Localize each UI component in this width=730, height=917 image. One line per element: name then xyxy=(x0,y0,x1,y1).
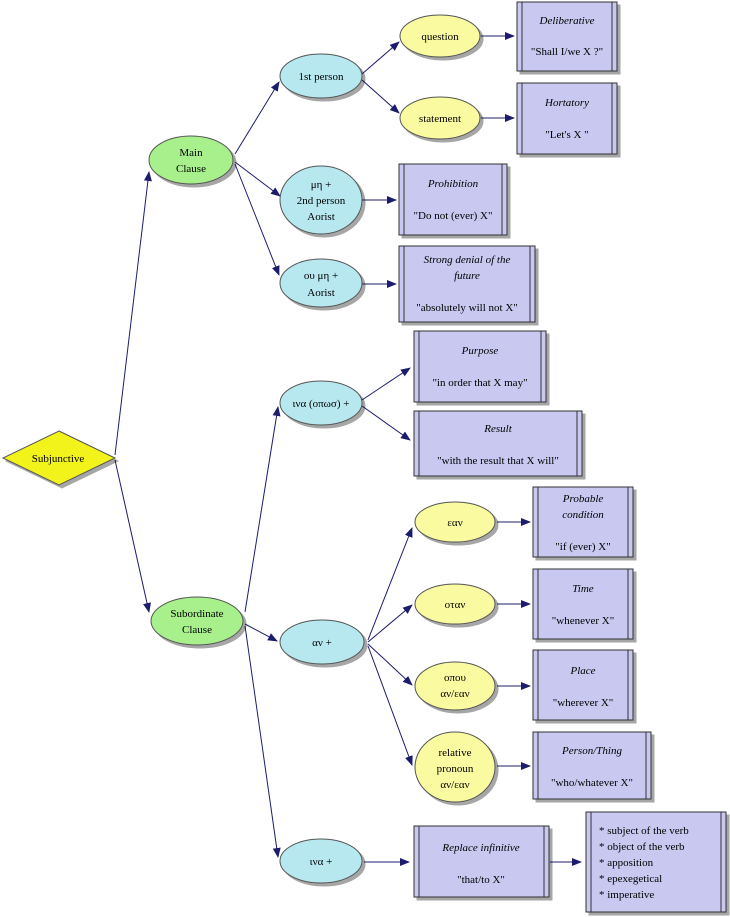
uses-item: * epexegetical xyxy=(599,873,662,885)
edge-root-main xyxy=(114,171,152,456)
hortatory-title: Hortatory xyxy=(544,97,589,109)
person-thing-box: Person/Thing "who/whatever X" xyxy=(532,731,652,800)
person-thing-title: Person/Thing xyxy=(561,745,622,757)
otan-label: οταν xyxy=(445,599,466,611)
place-text: "wherever X" xyxy=(553,697,614,709)
ean-node: εαν xyxy=(414,501,496,543)
an-node: αν + xyxy=(279,619,365,665)
otan-node: οταν xyxy=(414,583,496,625)
uses-item: * imperative xyxy=(599,889,654,901)
statement-node: statement xyxy=(399,96,481,140)
relative-pronoun-node: relative pronoun αν/εαν xyxy=(414,731,496,803)
result-title: Result xyxy=(483,423,512,435)
edge-sub-ina xyxy=(244,625,281,858)
edge-an-relative xyxy=(367,645,413,766)
edge-main-1st xyxy=(234,81,280,155)
deliberative-box: Deliberative "Shall I/we X ?" xyxy=(516,1,618,72)
edge-an-otan xyxy=(367,604,413,643)
edge-ina-opws-purpose xyxy=(361,367,411,401)
oumh-line2: Aorist xyxy=(307,287,335,299)
statement-label: statement xyxy=(419,113,461,125)
uses-item: * subject of the verb xyxy=(599,825,689,837)
opou-line1: οπου xyxy=(444,672,467,684)
subordinate-clause-line2: Clause xyxy=(182,624,212,636)
replace-infinitive-title: Replace infinitive xyxy=(441,842,519,854)
subordinate-clause-line1: Subordinate xyxy=(170,608,223,620)
mh-line3: Aorist xyxy=(307,211,335,223)
edge-an-ean xyxy=(367,527,413,641)
mh-2nd-person-node: μη + 2nd person Aorist xyxy=(279,165,363,235)
relative-line2: pronoun xyxy=(437,763,474,775)
time-title: Time xyxy=(572,583,594,595)
place-title: Place xyxy=(569,665,595,677)
probable-condition-box: Probable condition "if (ever) X" xyxy=(532,486,634,558)
ina-label: ινα + xyxy=(310,856,333,868)
ina-node: ινα + xyxy=(279,838,363,884)
edge-an-opou xyxy=(367,643,413,686)
ou-mh-node: ου μη + Aorist xyxy=(279,258,363,308)
subjunctive-node: Subjunctive xyxy=(1,430,117,486)
opou-line2: αν/εαν xyxy=(440,688,469,700)
prohibition-text: "Do not (ever) X" xyxy=(414,210,493,222)
edge-main-mh xyxy=(234,161,281,197)
time-box: Time "whenever X" xyxy=(532,568,634,640)
edge-sub-an xyxy=(244,623,278,642)
question-label: question xyxy=(421,31,459,43)
deliberative-text: "Shall I/we X ?" xyxy=(531,46,603,58)
main-clause-line2: Clause xyxy=(176,163,206,175)
deliberative-title: Deliberative xyxy=(539,15,595,27)
edge-root-sub xyxy=(114,459,151,613)
strong-denial-title2: future xyxy=(454,270,480,282)
strong-denial-text: "absolutely will not X" xyxy=(416,302,518,314)
edge-1st-statement xyxy=(361,79,400,114)
replace-infinitive-text: "that/to X" xyxy=(457,874,505,886)
purpose-text: "in order that X may" xyxy=(432,377,527,389)
relative-line3: αν/εαν xyxy=(440,779,469,791)
purpose-box: Purpose "in order that X may" xyxy=(413,330,547,403)
hortatory-box: Hortatory "Let's X " xyxy=(516,82,618,155)
mh-line2: 2nd person xyxy=(297,195,346,207)
probable-title1: Probable xyxy=(562,493,604,505)
uses-item: * apposition xyxy=(599,857,654,869)
main-clause-node: Main Clause xyxy=(148,135,234,185)
edge-main-oumh xyxy=(234,163,280,276)
relative-line1: relative xyxy=(439,747,472,759)
strong-denial-title1: Strong denial of the xyxy=(424,254,511,266)
result-box: Result "with the result that X will" xyxy=(413,410,583,477)
first-person-label: 1st person xyxy=(299,71,344,83)
subjunctive-label: Subjunctive xyxy=(32,453,85,465)
uses-item: * object of the verb xyxy=(599,841,685,853)
prohibition-title: Prohibition xyxy=(427,178,479,190)
oumh-line1: ου μη + xyxy=(304,270,338,282)
probable-text: "if (ever) X" xyxy=(555,541,610,553)
strong-denial-box: Strong denial of the future "absolutely … xyxy=(398,245,536,323)
opou-node: οπου αν/εαν xyxy=(414,661,496,711)
edge-sub-ina-opws xyxy=(244,406,281,613)
edge-1st-question xyxy=(361,41,400,75)
mh-line1: μη + xyxy=(311,179,332,191)
place-box: Place "wherever X" xyxy=(532,649,634,721)
uses-box: * subject of the verb * object of the ve… xyxy=(585,811,727,913)
result-text: "with the result that X will" xyxy=(437,455,559,467)
time-text: "whenever X" xyxy=(552,615,614,627)
ina-opws-node: ινα (οπωσ) + xyxy=(279,380,363,426)
connectors xyxy=(114,32,582,866)
an-label: αν + xyxy=(312,637,332,649)
purpose-title: Purpose xyxy=(461,345,499,357)
person-thing-text: "who/whatever X" xyxy=(551,777,633,789)
probable-title2: condition xyxy=(562,509,604,521)
main-clause-line1: Main xyxy=(179,147,203,159)
prohibition-box: Prohibition "Do not (ever) X" xyxy=(398,163,508,236)
ina-opws-label: ινα (οπωσ) + xyxy=(293,398,350,410)
replace-infinitive-box: Replace infinitive "that/to X" xyxy=(413,825,550,898)
edge-ina-opws-result xyxy=(361,405,411,441)
ean-label: εαν xyxy=(447,517,462,529)
subordinate-clause-node: Subordinate Clause xyxy=(150,596,244,646)
first-person-node: 1st person xyxy=(279,53,363,99)
question-node: question xyxy=(399,14,481,58)
hortatory-text: "Let's X " xyxy=(545,129,588,141)
